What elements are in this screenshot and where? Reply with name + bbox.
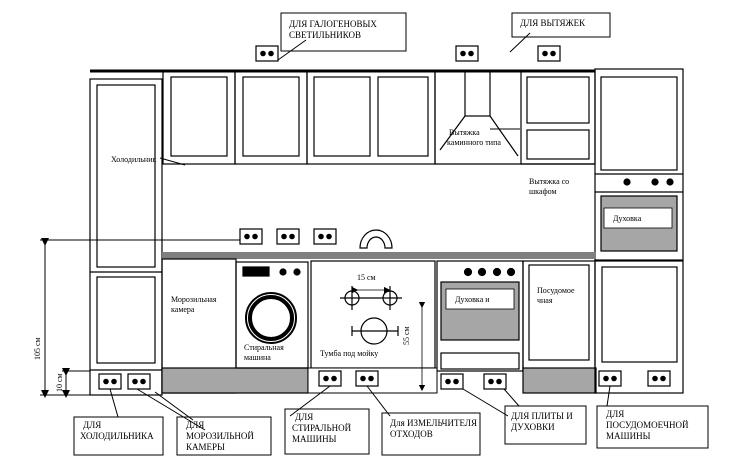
callout-stove-box — [504, 405, 587, 445]
socket-halogen — [255, 45, 279, 62]
label-washer-2: машина — [244, 353, 271, 362]
callout-dishwasher-line2: ПОСУДОМОЕЧНОЙ — [606, 420, 689, 430]
socket-stove-1 — [440, 373, 464, 390]
label-freezer-1: Морозильная — [171, 295, 217, 304]
callout-dishwasher-line3: МАШИНЫ — [606, 431, 651, 441]
callout-washer-line3: МАШИНЫ — [292, 434, 337, 444]
callout-leaders — [109, 32, 611, 431]
countertop — [162, 252, 596, 259]
label-fireplace-hood-2: каминного типа — [447, 138, 501, 147]
callout-dishwasher-line1: ДЛЯ — [606, 409, 624, 419]
socket-counter-3 — [313, 228, 337, 245]
label-sink-cabinet: Тумба под мойку — [320, 349, 378, 358]
label-sink-height: 55 см — [402, 326, 411, 345]
callout-dishwasher-box — [596, 405, 709, 449]
callout-fridge-line2: ХОЛОДИЛЬНИКА — [80, 431, 154, 441]
label-oven-top: Духовка — [613, 214, 642, 223]
label-dim-105: 105 см — [33, 337, 42, 360]
callout-freezer-box — [176, 416, 272, 456]
label-sink-dim: 15 см — [357, 273, 376, 282]
label-dishwasher-2: чная — [537, 296, 553, 305]
callout-disposer-line1: Для ИЗМЕЛЬЧИТЕЛЯ — [390, 418, 477, 428]
socket-counter-2 — [276, 228, 300, 245]
socket-fridge — [98, 373, 122, 390]
socket-stove-2 — [483, 373, 507, 390]
label-dishwasher-1: Посудомое — [537, 286, 575, 295]
label-cabinet-hood-2: шкафом — [529, 187, 557, 196]
callout-freezer-line3: КАМЕРЫ — [186, 442, 225, 452]
callout-washer-line2: СТИРАЛЬНОЙ — [292, 423, 352, 433]
socket-dishwasher-2 — [647, 370, 671, 387]
sockets — [98, 45, 671, 390]
label-fridge: Холодильник — [111, 155, 156, 164]
label-cabinet-hood-1: Вытяжка со — [529, 177, 569, 186]
socket-dishwasher-1 — [598, 370, 622, 387]
callout-washer-line1: ДЛЯ — [295, 412, 313, 422]
label-dim-10: 10 см — [55, 373, 64, 392]
callout-disposer-box — [381, 412, 481, 456]
callout-disposer-line2: ОТХОДОВ — [390, 429, 433, 439]
socket-counter-1 — [239, 228, 263, 245]
callout-halogen-line2: СВЕТИЛЬНИКОВ — [289, 30, 361, 40]
fridge-column — [89, 78, 163, 396]
callout-hoods-box — [511, 12, 611, 38]
height-dimensions — [40, 238, 240, 398]
callout-freezer-line1: ДЛЯ — [186, 420, 204, 430]
callout-fridge-line1: ДЛЯ — [83, 420, 101, 430]
faucet-icon — [359, 229, 393, 249]
callout-stove-line1: ДЛЯ ПЛИТЫ И — [511, 411, 573, 421]
label-freezer-2: камера — [171, 305, 195, 314]
socket-hood-left — [455, 45, 479, 62]
callout-halogen-line1: ДЛЯ ГАЛОГЕНОВЫХ — [289, 19, 377, 29]
label-oven-bottom: Духовка и — [455, 295, 490, 304]
callout-fridge-box — [73, 416, 164, 456]
callout-stove-line2: ДУХОВКИ — [511, 422, 555, 432]
sink-pipes — [340, 286, 426, 392]
callout-washer-box — [284, 408, 370, 455]
callout-halogen-box — [280, 12, 407, 52]
socket-freezer — [127, 373, 151, 390]
label-fireplace-hood-1: Вытяжка — [449, 128, 480, 137]
socket-hood-right — [537, 45, 561, 62]
callout-hoods-line1: ДЛЯ ВЫТЯЖЕК — [520, 18, 586, 28]
upper-cabinet-row — [90, 68, 684, 261]
label-washer-1: Стиральная — [244, 343, 284, 352]
callout-freezer-line2: МОРОЗИЛЬНОЙ — [186, 431, 254, 441]
